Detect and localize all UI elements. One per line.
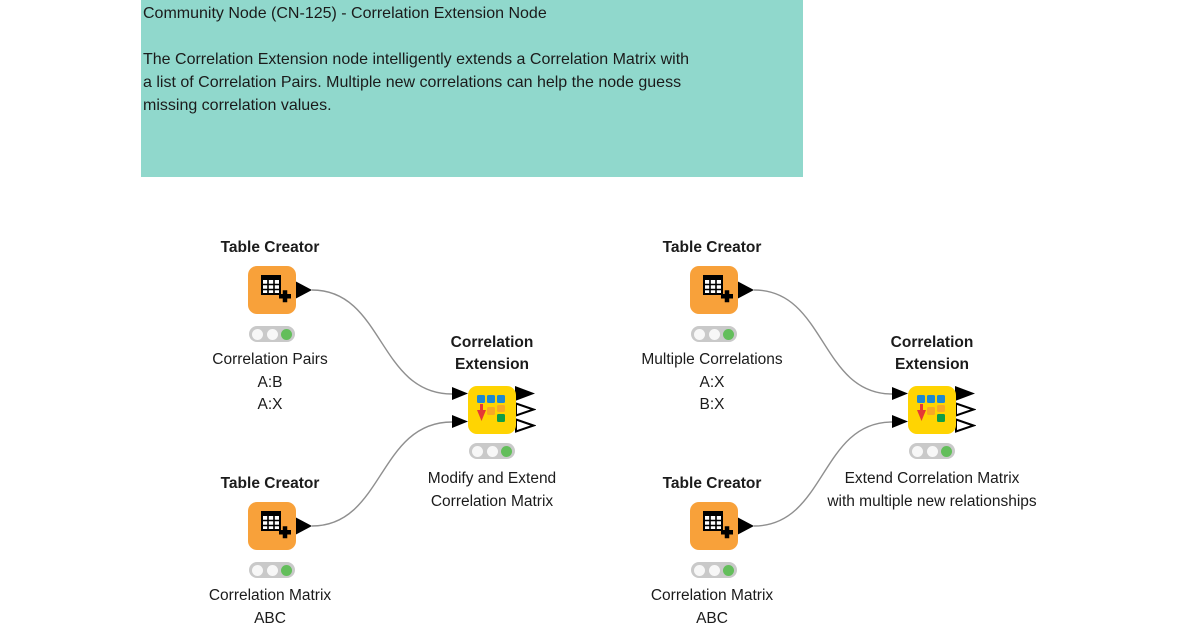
node-caption-line: Correlation Pairs [212,351,328,368]
annotation-description-line: The Correlation Extension node intellige… [143,51,690,68]
traffic-dot-green [281,328,292,340]
traffic-dot-yellow [708,564,720,576]
traffic-dot-red [252,328,263,340]
table-creator-group-left-top: Table Creator Correlation Pairs A:B A:X [170,237,370,432]
table-creator-group-right-bottom: Table Creator Correlation Matrix ABC [612,473,812,630]
traffic-dot-yellow [266,328,278,340]
traffic-dot-red [472,445,483,457]
output-port-icon[interactable] [295,517,312,535]
traffic-dot-yellow [708,328,720,340]
connection-wire[interactable] [311,421,453,527]
node-caption: Multiple Correlations A:X B:X [612,349,812,417]
output-port-icon[interactable] [295,281,312,299]
output-port-icon[interactable] [737,281,754,299]
output-port-icon[interactable] [515,402,536,417]
connection-wire[interactable] [753,289,893,395]
correlation-matrix-icon [917,395,945,422]
traffic-dot-red [694,564,705,576]
node-caption-line: Modify and Extend [427,470,557,487]
traffic-dot-red [252,564,263,576]
node-caption-line: Multiple Correlations [641,351,783,368]
node-caption: Correlation Matrix ABC [612,585,812,630]
table-creator-group-left-bottom: Table Creator Correlation Matrix ABC [170,473,370,630]
node-title-line: Correlation [450,334,534,351]
node-title: Table Creator [662,239,762,256]
node-caption-line: Extend Correlation Matrix [844,470,1020,487]
input-port-icon[interactable] [452,387,468,400]
output-port-icon[interactable] [955,386,976,401]
node-caption-line: Correlation Matrix [208,587,332,604]
table-plus-icon [261,511,291,539]
correlation-extension-node[interactable] [468,386,516,434]
output-port-icon[interactable] [737,517,754,535]
node-caption-line: A:X [257,396,283,413]
annotation-title: Community Node (CN-125) - Correlation Ex… [143,5,547,22]
node-caption-line: with multiple new relationships [827,492,1037,510]
node-caption-line: A:X [699,373,725,391]
correlation-extension-node[interactable] [908,386,956,434]
traffic-dot-yellow [266,564,278,576]
traffic-light-indicator [909,443,955,459]
annotation-description-line: missing correlation values. [143,97,332,114]
node-caption-line: Correlation Matrix [430,492,554,510]
output-port-icon[interactable] [955,418,976,433]
table-plus-icon [261,275,291,303]
table-creator-node[interactable] [690,502,738,550]
correlation-extension-group-left: Correlation Extension Modify and [362,332,622,517]
node-caption-line: Correlation Matrix [650,587,774,604]
traffic-dot-yellow [486,445,498,457]
input-port-icon[interactable] [892,415,908,428]
connection-wire[interactable] [311,289,453,395]
node-title: Table Creator [662,475,762,492]
table-creator-node[interactable] [248,502,296,550]
node-title: Table Creator [220,475,320,492]
output-port-icon[interactable] [955,402,976,417]
table-plus-icon [703,511,733,539]
node-caption-line: ABC [696,609,728,627]
input-port-icon[interactable] [452,415,468,428]
node-caption-line: B:X [699,396,725,413]
traffic-dot-red [912,445,923,457]
input-port-icon[interactable] [892,387,908,400]
table-creator-node[interactable] [690,266,738,314]
correlation-extension-group-right: Correlation Extension Extend Corr [802,332,1062,517]
node-title-line: Extension [454,356,530,373]
node-caption: Correlation Matrix ABC [170,585,370,630]
workflow-annotation[interactable]: Community Node (CN-125) - Correlation Ex… [141,0,803,177]
traffic-dot-green [281,564,292,576]
node-title: Table Creator [220,239,320,256]
node-caption: Modify and Extend Correlation Matrix [362,468,622,513]
traffic-dot-green [723,564,734,576]
node-title-line: Correlation [890,334,974,351]
traffic-light-indicator [249,326,295,342]
table-creator-group-right-top: Table Creator Multiple Correlations A:X … [612,237,812,432]
traffic-dot-red [694,328,705,340]
node-caption: Correlation Pairs A:B A:X [170,349,370,417]
annotation-description-line: a list of Correlation Pairs. Multiple ne… [143,74,682,91]
table-plus-icon [703,275,733,303]
node-caption: Extend Correlation Matrix with multiple … [802,468,1062,513]
traffic-light-indicator [469,443,515,459]
output-port-icon[interactable] [515,386,536,401]
node-caption-line: A:B [257,373,283,391]
traffic-dot-green [723,328,734,340]
traffic-light-indicator [691,326,737,342]
traffic-dot-green [941,445,952,457]
traffic-dot-yellow [926,445,938,457]
node-title-line: Extension [894,356,970,373]
output-port-icon[interactable] [515,418,536,433]
connection-wire[interactable] [753,421,893,527]
correlation-matrix-icon [477,395,505,422]
table-creator-node[interactable] [248,266,296,314]
traffic-light-indicator [249,562,295,578]
traffic-light-indicator [691,562,737,578]
node-caption-line: ABC [254,609,286,627]
traffic-dot-green [501,445,512,457]
